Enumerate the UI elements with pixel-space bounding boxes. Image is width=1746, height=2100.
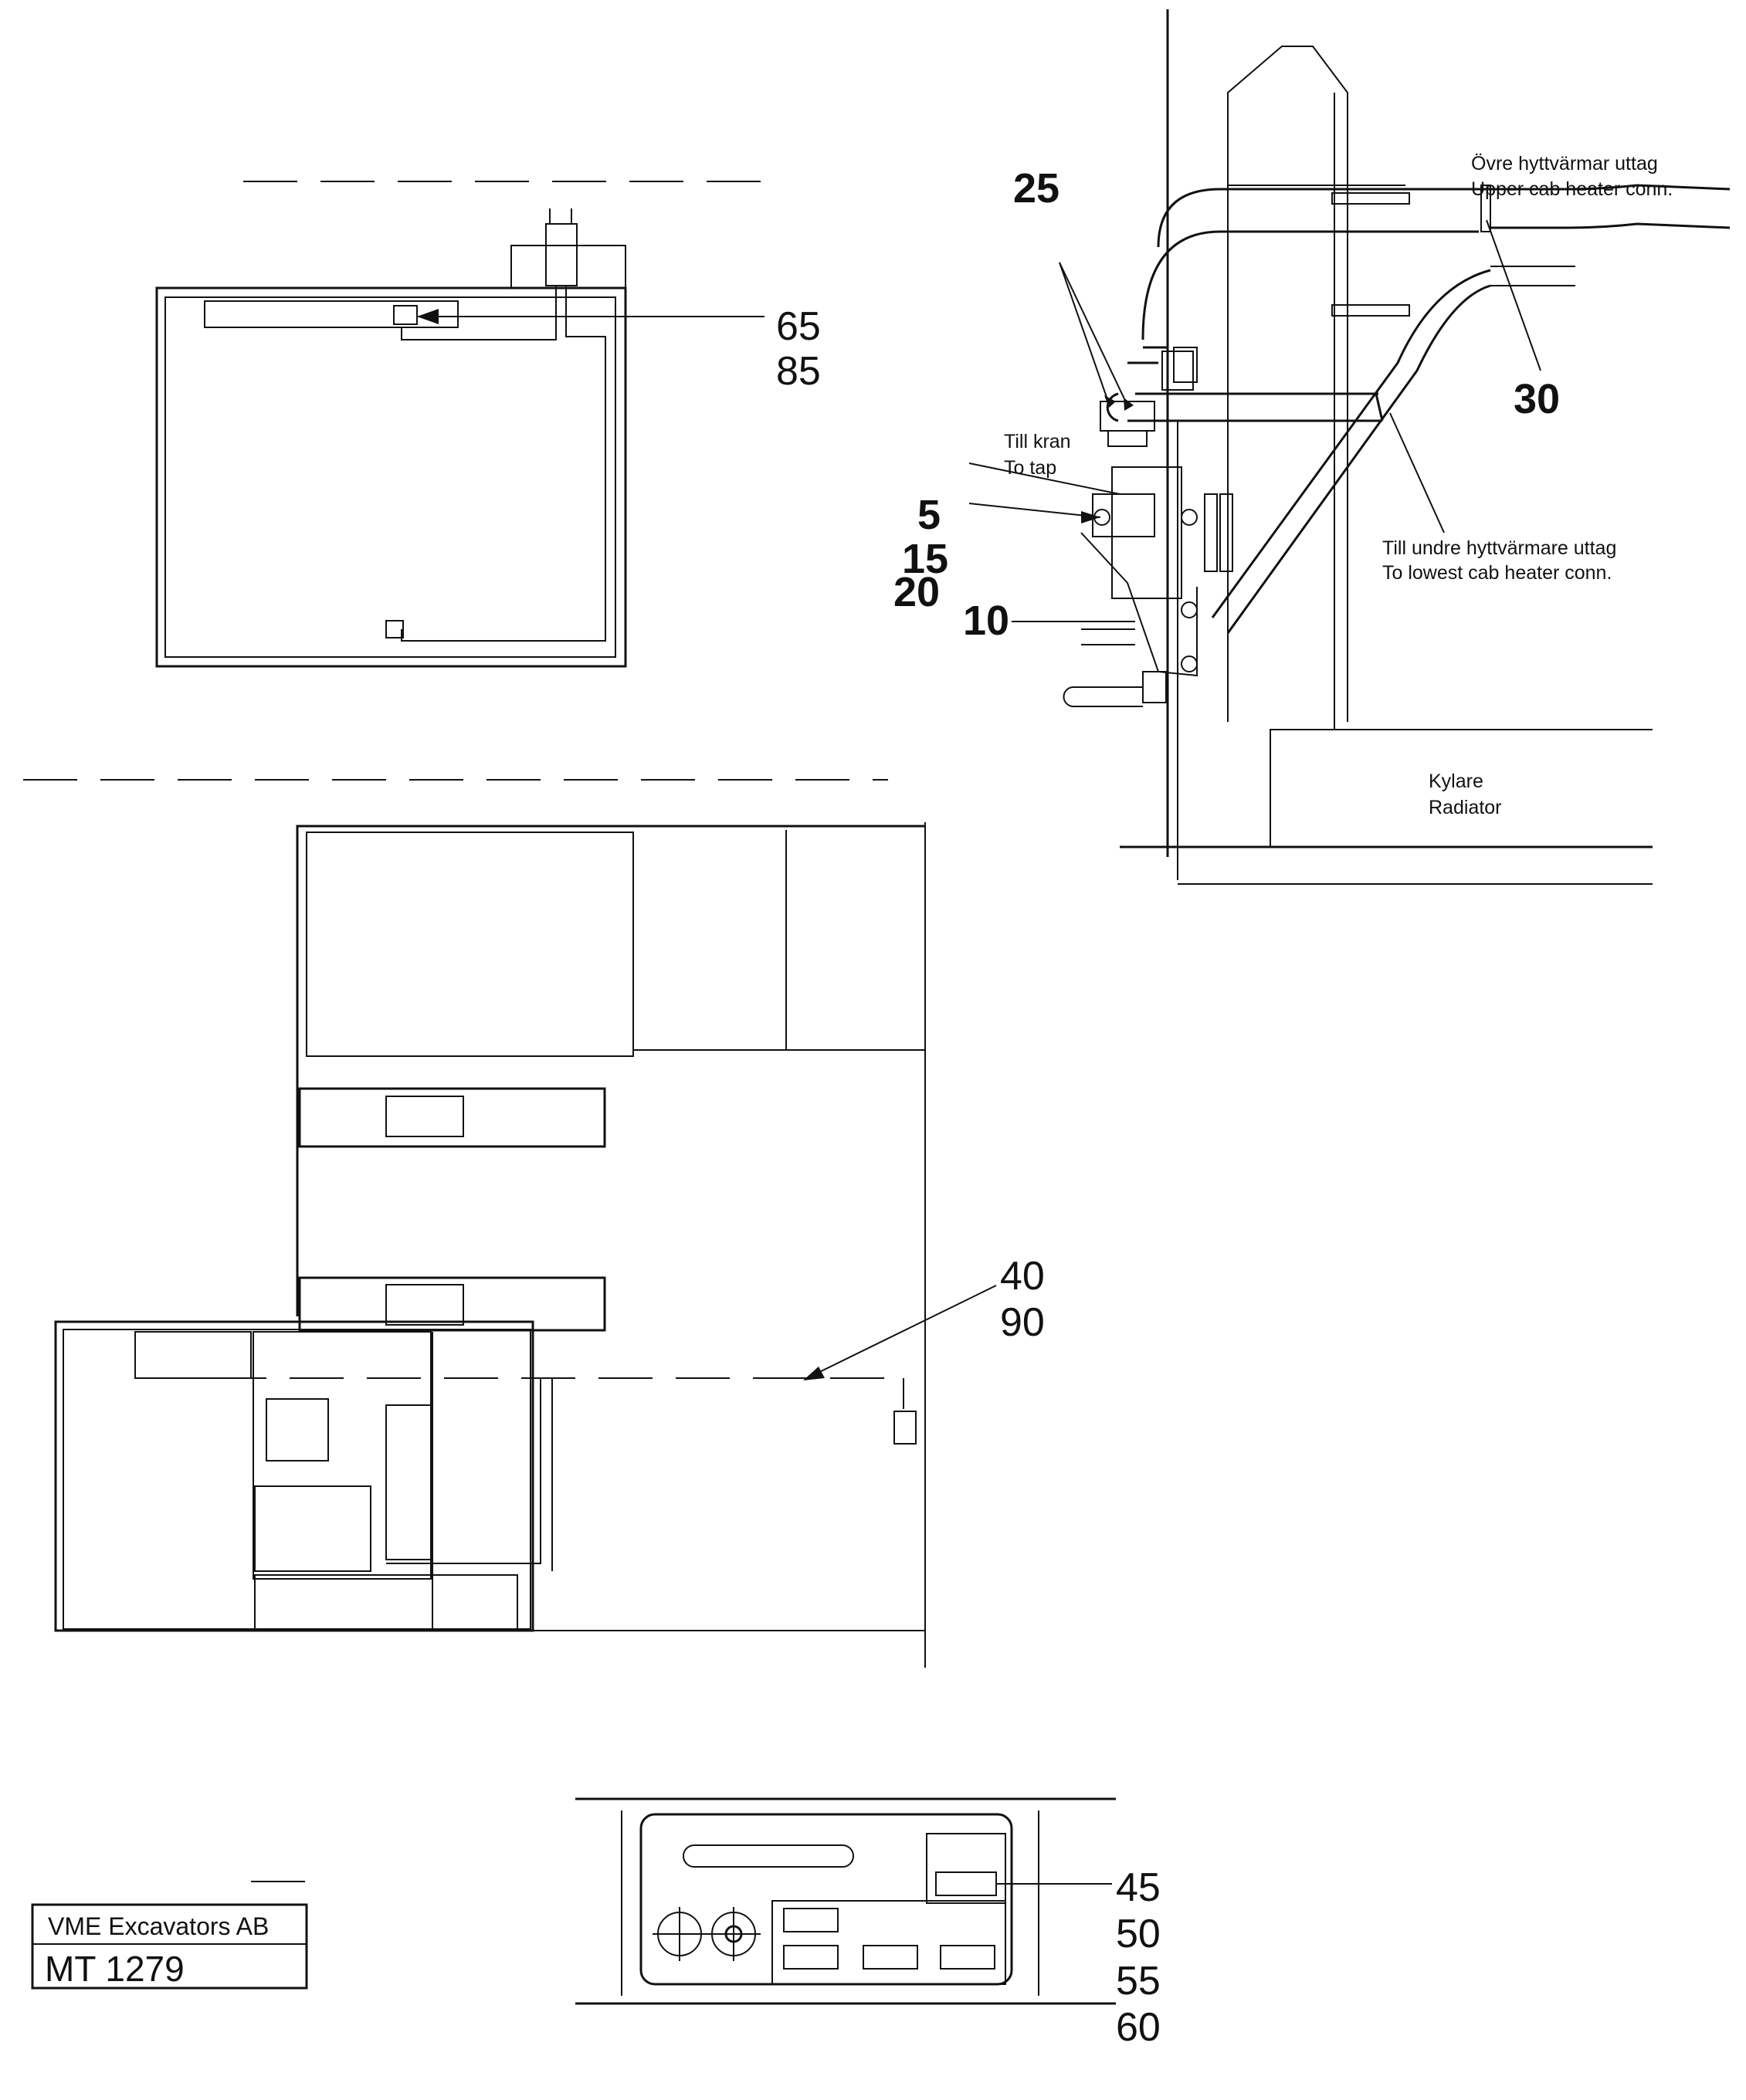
callout-85: 85 (776, 349, 821, 394)
callout-25: 25 (1013, 165, 1059, 212)
middle-view (54, 822, 997, 1668)
separator-lines (23, 181, 888, 1882)
radiator-sv: Kylare (1429, 771, 1483, 792)
upper-conn-sv: Övre hyttvärmar uttag (1471, 153, 1658, 174)
tap-en: To tap (1004, 457, 1056, 479)
upper-conn-en: Upper cab heater conn. (1471, 178, 1673, 200)
top-left-view (155, 208, 765, 668)
control-panel (575, 1797, 1116, 2005)
radiator-en: Radiator (1429, 797, 1502, 818)
callout-5: 5 (917, 492, 941, 538)
drawing-number: MT 1279 (45, 1949, 185, 1989)
callout-50: 50 (1116, 1912, 1161, 1956)
callout-40: 40 (1000, 1254, 1045, 1299)
company-name: VME Excavators AB (48, 1912, 269, 1940)
callout-55: 55 (1116, 1959, 1161, 2003)
callout-10: 10 (963, 598, 1009, 644)
callout-65: 65 (776, 304, 821, 349)
callout-45: 45 (1116, 1865, 1161, 1910)
title-block (31, 1903, 308, 1990)
callout-15: 15 (902, 536, 948, 582)
callout-60: 60 (1116, 2005, 1161, 2050)
tap-sv: Till kran (1004, 431, 1071, 452)
lower-conn-sv: Till undre hyttvärmare uttag (1382, 537, 1616, 559)
callout-30: 30 (1514, 376, 1560, 422)
heater-view (968, 9, 1731, 885)
lower-conn-en: To lowest cab heater conn. (1382, 562, 1612, 584)
callout-90: 90 (1000, 1300, 1045, 1345)
callout-20: 20 (893, 569, 940, 615)
